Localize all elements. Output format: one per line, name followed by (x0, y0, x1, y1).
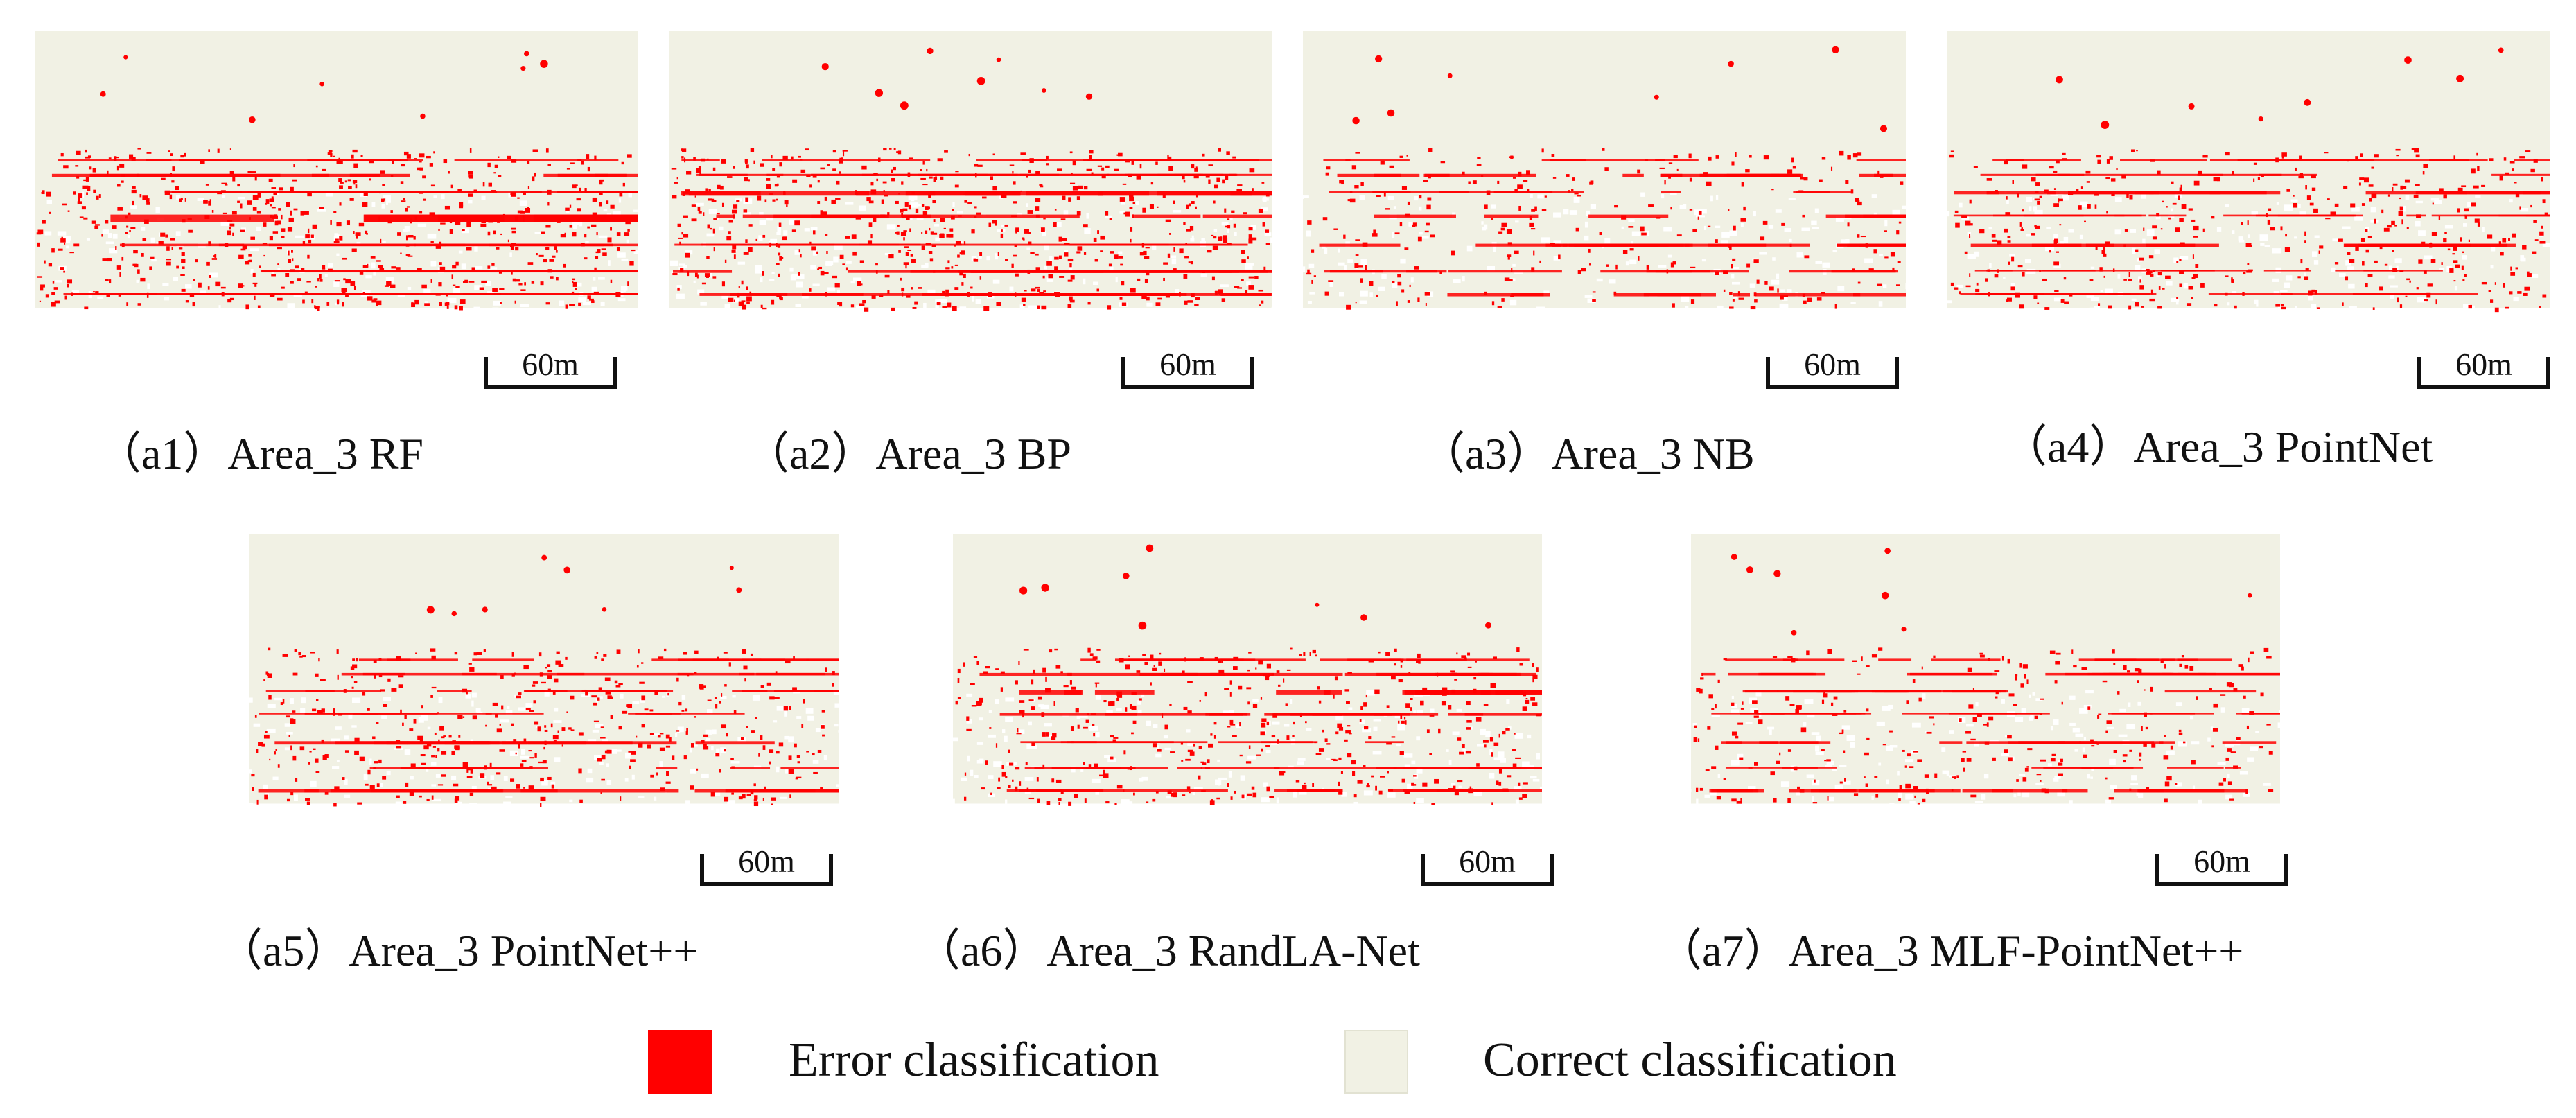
panel-a5 (243, 534, 845, 818)
point-cloud-image (947, 534, 1548, 807)
legend-correct-swatch (1344, 1030, 1408, 1094)
scale-bar-label: 60m (2193, 844, 2250, 879)
panel-caption-a2: （a2）Area_3 BP (745, 429, 1072, 478)
panel-a3 (1296, 31, 1913, 322)
scale-bar-label: 60m (2455, 347, 2512, 382)
scale-bar-label: 60m (1459, 844, 1516, 879)
panel-a7 (1684, 534, 2287, 818)
point-cloud-image (1941, 31, 2557, 313)
scale-bar-label: 60m (522, 347, 579, 382)
scale-bar: 60m (2417, 347, 2550, 389)
panel-caption-a5: （a5）Area_3 PointNet++ (218, 926, 699, 975)
point-cloud-image (1684, 534, 2287, 809)
panel-a6 (946, 534, 1549, 818)
point-cloud-image (664, 31, 1279, 313)
point-cloud-image (1297, 31, 1913, 311)
scale-bar-label: 60m (738, 844, 795, 879)
scale-bar: 60m (2155, 844, 2288, 886)
scale-bar-label: 60m (1159, 347, 1216, 382)
scale-bar: 60m (700, 844, 833, 886)
scale-bar: 60m (1421, 844, 1554, 886)
panel-a4 (1940, 31, 2557, 322)
scale-bar: 60m (1766, 347, 1899, 389)
panel-caption-a7: （a7）Area_3 MLF-PointNet++ (1658, 926, 2244, 975)
legend-correct-label: Correct classification (1483, 1033, 1897, 1087)
panel-a2 (662, 31, 1279, 322)
panel-caption-a1: （a1）Area_3 RF (97, 429, 424, 478)
scale-bar: 60m (484, 347, 617, 389)
scale-bar-label: 60m (1804, 347, 1861, 382)
scale-bar: 60m (1121, 347, 1254, 389)
legend-error-swatch (648, 1030, 712, 1094)
panel-caption-a6: （a6）Area_3 RandLA-Net (916, 926, 1420, 975)
panel-a1 (28, 31, 645, 322)
legend-error-label: Error classification (789, 1033, 1159, 1087)
panel-caption-a4: （a4）Area_3 PointNet (2003, 422, 2433, 471)
point-cloud-image (35, 31, 645, 312)
panel-caption-a3: （a3）Area_3 NB (1421, 429, 1755, 478)
point-cloud-image (245, 534, 845, 809)
